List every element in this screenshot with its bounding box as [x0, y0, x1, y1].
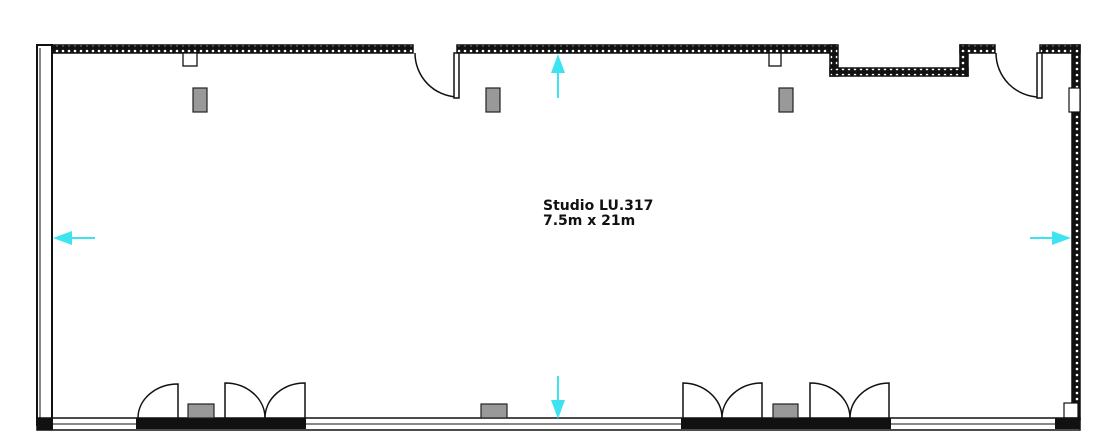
room-name: Studio LU.317: [543, 198, 653, 214]
arrow-down-icon: [551, 376, 565, 419]
bottom-wall: [36, 417, 1081, 431]
wall-niche: [1068, 87, 1081, 113]
top-wall: [51, 44, 1081, 77]
arrow-right-icon: [1030, 231, 1071, 245]
door-top-1: [414, 52, 460, 99]
door-bottom-double-3: [809, 382, 890, 419]
door-bottom-single: [137, 383, 179, 419]
fixture: [192, 87, 208, 113]
corner-column: [1063, 402, 1079, 419]
door-bottom-double-1: [224, 382, 306, 419]
arrow-left-icon: [53, 231, 95, 245]
arrow-up-icon: [551, 54, 565, 98]
light-fixtures: [187, 87, 799, 419]
door-top-2: [995, 52, 1043, 99]
wall-outlets: [182, 52, 782, 67]
fixture: [778, 87, 794, 113]
outlet-box: [768, 52, 782, 67]
left-wall: [36, 44, 53, 426]
outlet-box: [182, 52, 198, 67]
door-bottom-double-2: [682, 382, 763, 419]
right-wall: [1063, 44, 1081, 421]
fixture: [187, 403, 215, 419]
fixture: [772, 403, 799, 419]
fixture: [485, 87, 501, 113]
room-dimensions: 7.5m x 21m: [543, 213, 635, 229]
fixture: [480, 403, 508, 419]
